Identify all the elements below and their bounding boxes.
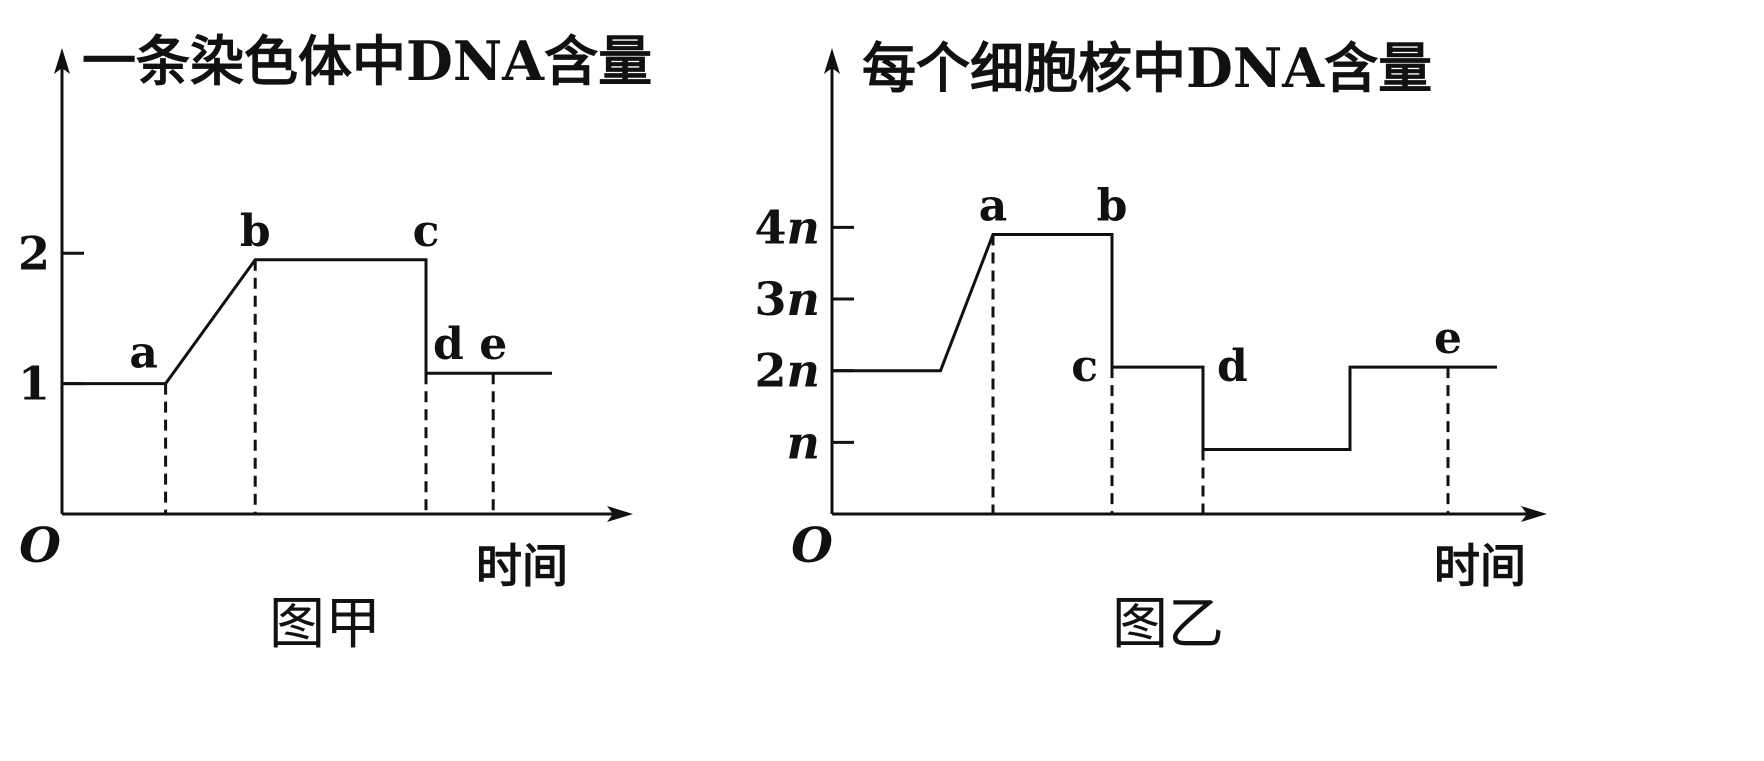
point-label-a: a <box>129 328 158 379</box>
y-tick-label: 1 <box>18 357 50 411</box>
origin-label: O <box>791 518 833 574</box>
point-label-b: b <box>240 206 271 257</box>
y-axis-arrow <box>824 48 840 74</box>
x-axis-arrow <box>1521 506 1547 522</box>
figure-caption: 图甲 <box>269 592 381 657</box>
y-tick-label: n <box>787 415 820 469</box>
y-tick-coefficient: 3 <box>755 272 787 326</box>
y-tick-coefficient: 2 <box>755 344 787 398</box>
y-tick-variable: n <box>787 344 820 398</box>
y-tick-variable: n <box>787 200 820 254</box>
y-tick-label: 2 <box>18 226 50 280</box>
point-label-d: d <box>1217 341 1248 392</box>
point-label-d: d <box>433 319 464 370</box>
point-label-c: c <box>1071 341 1098 392</box>
origin-label: O <box>19 518 61 574</box>
point-label-b: b <box>1097 181 1128 232</box>
y-tick-label: 3n <box>755 272 820 326</box>
point-label-e: e <box>479 319 507 370</box>
y-tick-variable: n <box>787 272 820 326</box>
x-axis-arrow <box>607 506 633 522</box>
y-axis-arrow <box>54 48 70 74</box>
y-tick-label: 2n <box>755 344 820 398</box>
figure-caption: 图乙 <box>1112 592 1224 657</box>
chart-title: 一条染色体中DNA含量 <box>82 29 652 93</box>
x-axis-label: 时间 <box>476 539 568 593</box>
y-tick-coefficient: 4 <box>755 200 787 254</box>
series-line <box>832 233 1497 451</box>
y-tick-variable: n <box>787 415 820 469</box>
point-label-e: e <box>1434 313 1462 364</box>
y-tick-label: 4n <box>755 200 820 254</box>
x-axis-label: 时间 <box>1434 539 1526 593</box>
point-label-a: a <box>979 181 1008 232</box>
series-line <box>62 258 552 386</box>
point-label-c: c <box>413 206 440 257</box>
chart-title: 每个细胞核中DNA含量 <box>862 36 1432 100</box>
